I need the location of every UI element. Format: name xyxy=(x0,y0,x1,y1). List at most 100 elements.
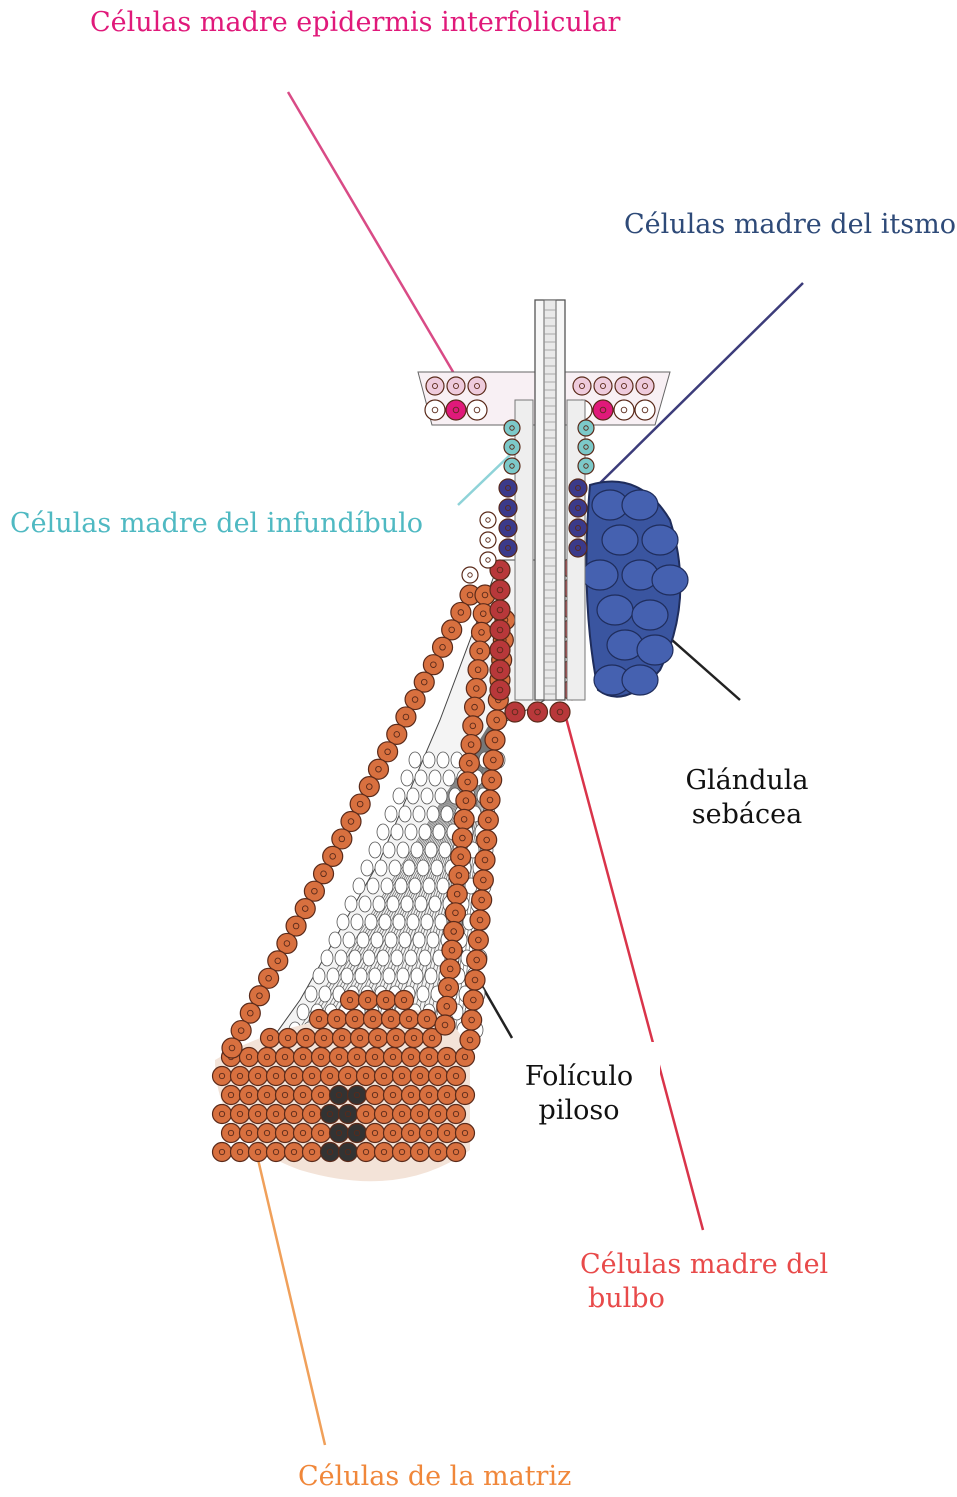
inner-sheath-cell xyxy=(391,824,403,840)
matrix-cell xyxy=(393,1105,412,1124)
infundibulum-stem-cell xyxy=(578,420,594,436)
outer-sheath-left-cell xyxy=(359,777,379,797)
matrix-cell xyxy=(213,1067,232,1086)
inner-sheath-cell xyxy=(415,770,427,786)
matrix-cell xyxy=(402,1048,421,1067)
outer-sheath-left-cell xyxy=(222,1038,242,1058)
outer-sheath-left-cell xyxy=(240,1003,260,1023)
matrix-cell xyxy=(213,1105,232,1124)
outer-sheath-left-cell xyxy=(414,672,434,692)
leader-line-infundibulo xyxy=(458,455,510,505)
outer-sheath-inner-cell xyxy=(459,753,479,773)
inner-sheath-cell xyxy=(385,806,397,822)
outer-sheath-left-cell xyxy=(451,602,471,622)
isthmus-stem-cell xyxy=(569,479,587,497)
outer-sheath-left-cell xyxy=(350,794,370,814)
sebocyte xyxy=(622,665,658,695)
outer-sheath-left-cell xyxy=(332,829,352,849)
matrix-cell xyxy=(310,1010,329,1029)
bulge-cell-left xyxy=(490,580,510,600)
matrix-cell xyxy=(231,1067,250,1086)
epidermis-stem-cell xyxy=(593,400,613,420)
label-bulb-stem-cells-line1: Células madre del xyxy=(580,1248,828,1282)
label-sebaceous-gland-line1: Glándula xyxy=(682,764,812,798)
inner-sheath-cell xyxy=(423,878,435,894)
outer-sheath-right-cell xyxy=(470,910,490,930)
matrix-cell xyxy=(222,1086,241,1105)
isthmus-stem-cell xyxy=(499,519,517,537)
matrix-cell xyxy=(249,1143,268,1162)
inner-sheath-cell xyxy=(401,896,413,912)
leader-line-epidermis xyxy=(288,92,472,404)
isthmus-stem-cell xyxy=(569,519,587,537)
matrix-cell xyxy=(303,1143,322,1162)
matrix-cell xyxy=(402,1124,421,1143)
inner-sheath-cell xyxy=(313,968,325,984)
matrix-cell xyxy=(213,1143,232,1162)
label-matrix-cells: Células de la matriz xyxy=(298,1460,571,1494)
outer-sheath-inner-cell xyxy=(451,847,471,867)
inner-sheath-cell xyxy=(395,878,407,894)
infundibulum-stem-cell xyxy=(578,458,594,474)
matrix-cell xyxy=(438,1124,457,1143)
matrix-cell xyxy=(312,1124,331,1143)
sheath-white-cell xyxy=(480,532,496,548)
inner-sheath-cell xyxy=(371,932,383,948)
inner-sheath-cell xyxy=(297,1004,309,1020)
inner-sheath-cell xyxy=(415,896,427,912)
matrix-cell xyxy=(393,1143,412,1162)
outer-sheath-left-cell xyxy=(259,968,279,988)
isthmus-stem-cell xyxy=(569,499,587,517)
inner-sheath-cell xyxy=(443,770,455,786)
matrix-cell xyxy=(303,1105,322,1124)
inner-sheath-cell xyxy=(327,968,339,984)
matrix-cell xyxy=(348,1048,367,1067)
inner-sheath-cell xyxy=(353,878,365,894)
outer-sheath-right-cell xyxy=(468,930,488,950)
outer-sheath-left-cell xyxy=(295,899,315,919)
matrix-cell xyxy=(231,1105,250,1124)
infundibulum-stem-cell xyxy=(504,439,520,455)
matrix-cell xyxy=(405,1029,424,1048)
label-bulb-stem-cells-line2: bulbo xyxy=(580,1282,828,1316)
inner-sheath-cell xyxy=(439,842,451,858)
outer-sheath-inner-cell xyxy=(468,660,488,680)
label-bulb-stem-cells: Células madre del bulbo xyxy=(580,1248,828,1316)
inner-sheath-cell xyxy=(357,932,369,948)
sheath-white-cell xyxy=(462,567,478,583)
inner-sheath-cell xyxy=(363,950,375,966)
epidermis-top-cell xyxy=(573,377,591,395)
label-epidermis-stem-cells: Células madre epidermis interfolicular xyxy=(90,6,620,40)
matrix-cell xyxy=(393,1067,412,1086)
matrix-cell xyxy=(456,1086,475,1105)
outer-sheath-inner-cell xyxy=(437,996,457,1016)
outer-sheath-left-cell xyxy=(323,846,343,866)
matrix-cell xyxy=(366,1124,385,1143)
inner-sheath-cell xyxy=(419,950,431,966)
matrix-cell xyxy=(303,1067,322,1086)
bulge-cell-bottom xyxy=(505,702,525,722)
outer-sheath-right-cell xyxy=(483,750,503,770)
inner-sheath-cell xyxy=(429,896,441,912)
inner-sheath-cell xyxy=(403,860,415,876)
outer-sheath-left-cell xyxy=(314,864,334,884)
matrix-cell xyxy=(447,1067,466,1086)
matrix-cell xyxy=(297,1029,316,1048)
matrix-cell xyxy=(231,1143,250,1162)
outer-sheath-inner-cell xyxy=(463,716,483,736)
matrix-cell xyxy=(395,991,414,1010)
bulge-cell-left xyxy=(490,640,510,660)
inner-sheath-cell xyxy=(427,806,439,822)
inner-sheath-cell xyxy=(427,932,439,948)
inner-sheath-cell xyxy=(397,968,409,984)
matrix-cell xyxy=(312,1048,331,1067)
matrix-cell xyxy=(377,991,396,1010)
outer-sheath-right-cell xyxy=(467,950,487,970)
matrix-cell xyxy=(294,1086,313,1105)
matrix-cell xyxy=(400,1010,419,1029)
dermal-papilla-cell xyxy=(348,1086,367,1105)
outer-sheath-left-cell xyxy=(396,707,416,727)
inner-sheath-cell xyxy=(429,770,441,786)
bulge-cell-left xyxy=(490,600,510,620)
matrix-cell xyxy=(357,1067,376,1086)
